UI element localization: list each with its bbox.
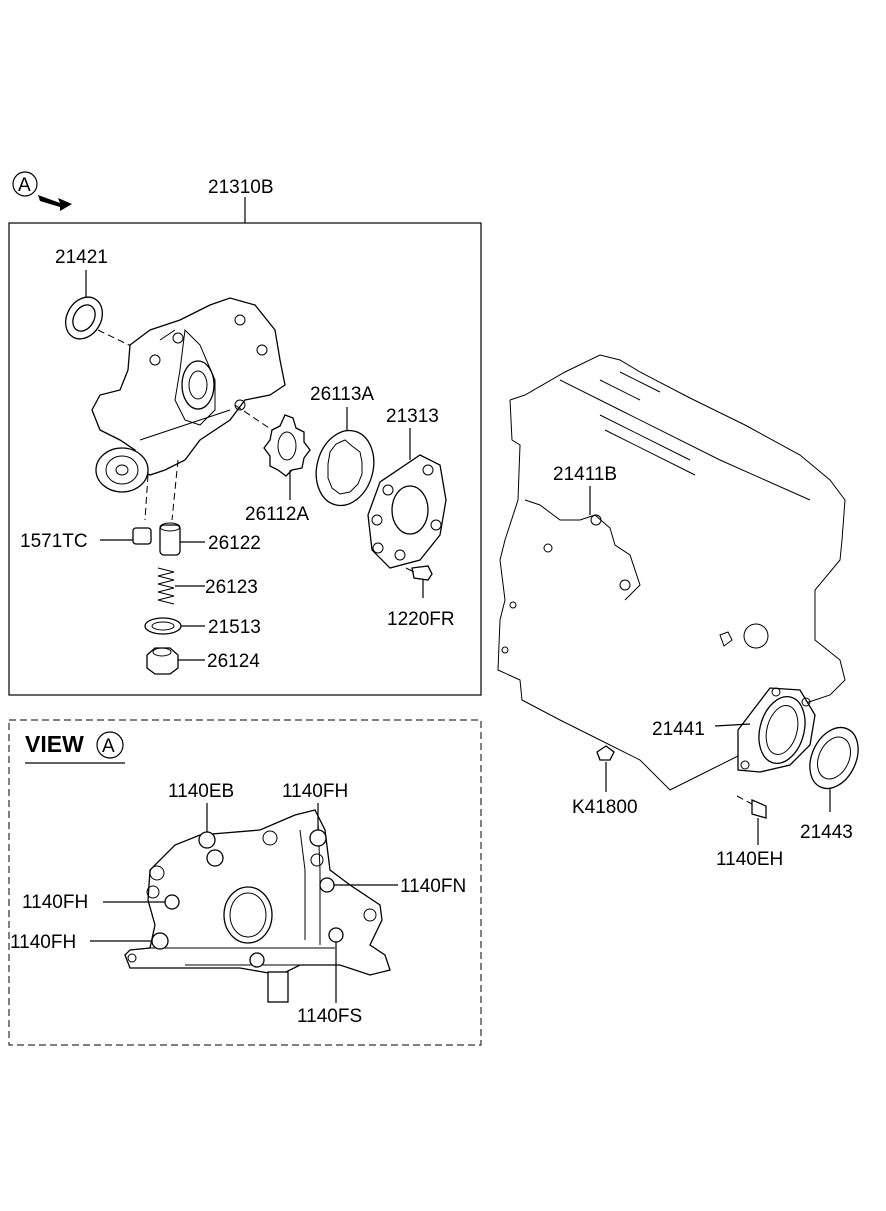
label-26124: 26124 [207,651,260,672]
label-1571TC: 1571TC [20,531,88,552]
label-21513: 21513 [208,617,261,638]
label-1140EH: 1140EH [716,849,783,870]
small-gasket: K41800 [572,745,638,818]
label-1140FN: 1140FN [400,876,466,897]
oil-pump-body [91,297,286,521]
label-1220FR: 1220FR [387,609,455,630]
label-21441: 21441 [652,719,705,740]
pump-cover-plate: 21313 [367,406,447,569]
label-1140FH-low: 1140FH [10,932,76,953]
label-1140FS: 1140FS [297,1006,362,1027]
gasket-ring: 21513 [144,617,261,638]
rear-oil-seal-case: 21441 [652,687,816,773]
outer-rotor: 26113A [310,384,375,507]
inner-rotor: 26112A [234,404,311,525]
label-26122: 26122 [208,533,261,554]
label-1140EB: 1140EB [168,781,234,802]
label-21443: 21443 [800,822,853,843]
label-21411B: 21411B [553,464,617,485]
label-21310B: 21310B [208,177,274,198]
view-a-title: VIEW A [25,731,125,764]
pump-cover-screw: 1220FR [387,565,455,630]
view-a-box [8,719,482,1046]
label-26112A: 26112A [245,504,309,525]
view-a-title-letter: A [102,736,115,757]
front-case-gasket: 21411B [553,464,617,515]
view-a-title-text: VIEW [25,731,84,757]
label-21421: 21421 [55,247,108,268]
label-1140FH-mid: 1140FH [22,892,88,913]
relief-cap: 26124 [146,647,260,675]
rear-oil-seal: 21443 [800,726,859,843]
relief-plunger: 26122 [159,522,261,556]
view-a-marker: A [12,171,72,211]
label-26123: 26123 [205,577,258,598]
oil-pump-rear-view [124,809,391,1003]
label-K41800: K41800 [572,797,638,818]
relief-spring: 26123 [157,567,258,605]
seal-case-bolt: 1140EH [716,795,783,870]
plug: 1571TC [20,527,152,552]
label-21313: 21313 [386,406,439,427]
label-1140FH-top: 1140FH [282,781,348,802]
view-a-marker-letter: A [18,175,31,196]
view-a-labels: 1140EB 1140FH 1140FN 1140FH 1140FH 1140F… [10,781,466,1027]
front-oil-seal: 21421 [55,247,161,361]
engine-block [497,354,846,791]
label-26113A: 26113A [310,384,374,405]
